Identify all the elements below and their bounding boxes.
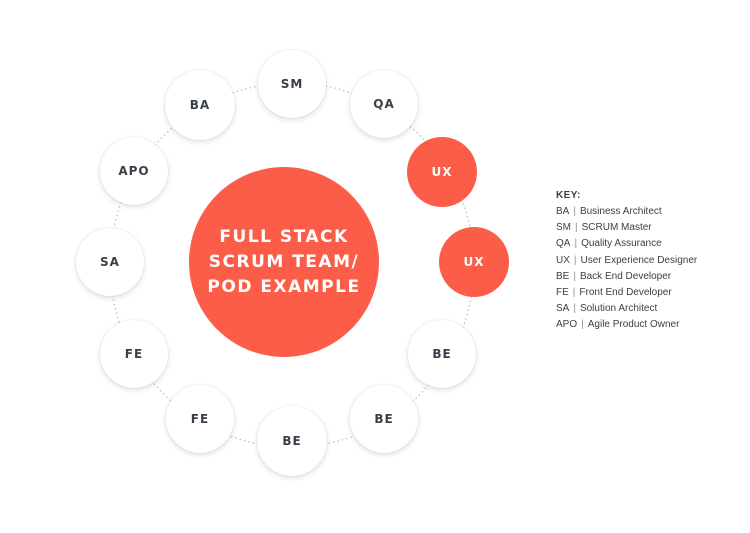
key-description: Back End Developer — [579, 270, 672, 282]
key-description: Business Architect — [579, 206, 662, 217]
key-entry-apo: APO|Agile Product Owner — [556, 317, 697, 333]
hub-title-line-1: FULL STACK — [219, 226, 349, 247]
key-entry-ba: BA|Business Architect — [556, 204, 697, 220]
key-entry-sa: SA|Solution Architect — [556, 301, 697, 317]
key-abbr: SA — [556, 303, 570, 315]
hub-title-line-2: SCRUM TEAM/ — [208, 251, 360, 272]
key-description: User Experience Designer — [580, 254, 698, 266]
role-node-be: BE — [257, 406, 327, 476]
key-abbr: BE — [556, 270, 570, 282]
key-entry-sm: SM |SCRUM Master — [556, 220, 697, 236]
role-node-sm: SM — [258, 50, 326, 118]
role-node-be: BE — [408, 320, 476, 388]
key-abbr: FE — [556, 287, 569, 299]
key-abbr: UX — [556, 254, 570, 266]
key-entry-be: BE|Back End Developer — [556, 269, 697, 285]
center-hub: FULL STACK SCRUM TEAM/ POD EXAMPLE — [189, 167, 379, 357]
role-node-apo: APO — [100, 137, 168, 205]
key-description: Quality Assurance — [581, 238, 662, 250]
key-abbr: APO — [556, 319, 578, 331]
key-separator: | — [574, 238, 578, 250]
role-node-sa: SA — [76, 228, 144, 296]
role-node-ba: BA — [165, 70, 235, 140]
key-description: Agile Product Owner — [587, 319, 680, 331]
key-separator: | — [581, 319, 584, 331]
role-node-ux: UX — [439, 227, 509, 297]
key-separator: | — [573, 270, 576, 282]
role-node-fe: FE — [166, 385, 234, 453]
hub-title-line-3: POD EXAMPLE — [207, 276, 361, 297]
key-separator: | — [572, 287, 576, 299]
key-abbr: BA — [556, 206, 570, 217]
key-separator: | — [575, 222, 578, 234]
key-abbr: QA — [556, 238, 571, 250]
key-separator: | — [573, 254, 577, 266]
key-description: SCRUM Master — [581, 222, 652, 234]
key-entry-qa: QA|Quality Assurance — [556, 236, 697, 252]
key-abbr: SM — [556, 222, 571, 234]
key-description: Front End Developer — [579, 287, 672, 299]
key-description: Solution Architect — [579, 303, 658, 315]
role-node-qa: QA — [350, 70, 418, 138]
role-node-be: BE — [350, 385, 418, 453]
key-entry-ux: UX|User Experience Designer — [556, 253, 697, 269]
key-separator: | — [573, 303, 576, 315]
key-title: KEY: — [556, 190, 581, 201]
role-node-fe: FE — [100, 320, 168, 388]
role-node-ux: UX — [407, 137, 477, 207]
key-entry-fe: FE|Front End Developer — [556, 285, 697, 301]
key-separator: | — [573, 206, 576, 217]
